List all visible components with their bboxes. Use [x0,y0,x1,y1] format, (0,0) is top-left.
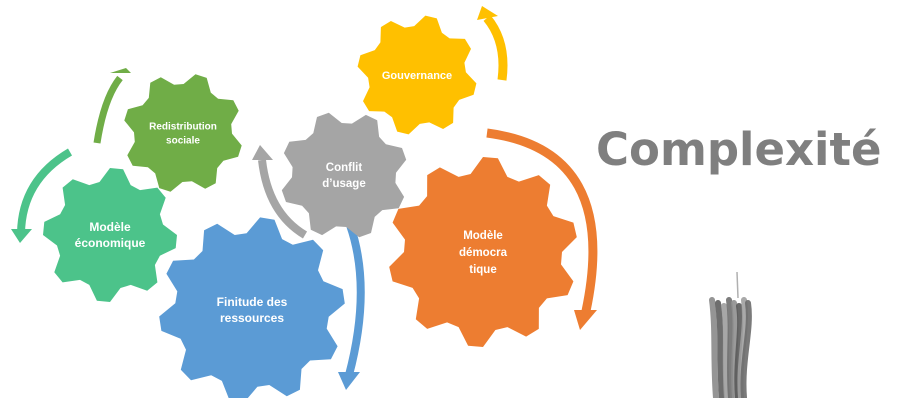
gear-modele-democratique: Modèle démocra tique [389,157,577,347]
gear-modele-democratique-label: démocra [459,247,508,259]
gear-redistribution-sociale-label: sociale [166,136,200,147]
gear-finitude-des-ressources: Finitude des ressources [159,217,345,398]
arrow-orange [486,128,598,330]
rope-illustration [709,271,752,398]
gear-redistribution-sociale-shape [124,74,242,192]
arrow-yellow [477,6,508,81]
gear-gouvernance-shape [357,15,477,135]
gear-conflit-d-usage-shape [281,112,407,238]
gears-group: Modèle économique Redistribution socialeFin… [43,15,577,398]
rotation-arrows [11,6,598,390]
arrow-green [93,68,131,144]
gear-modele-economique-shape [43,168,177,302]
gear-modele-economique-label: économique [75,236,146,250]
arrow-blue [338,223,365,390]
gear-finitude-des-ressources-shape [159,217,345,398]
gear-finitude-des-ressources-label: Finitude des [217,295,288,309]
gear-conflit-d-usage-label: d’usage [322,178,365,190]
arrow-green-light [11,148,73,243]
gear-modele-economique-label: Modèle [89,220,131,234]
gear-redistribution-sociale: Redistribution sociale [124,74,242,192]
gear-redistribution-sociale-label: Redistribution [149,122,217,133]
gear-finitude-des-ressources-label: ressources [220,311,284,325]
gear-conflit-d-usage: Conflit d’usage [281,112,407,238]
gear-modele-democratique-label: Modèle [463,230,503,242]
gear-modele-democratique-label: tique [469,264,496,276]
gear-gouvernance: Gouvernance [357,15,477,135]
gear-conflit-d-usage-label: Conflit [326,162,363,174]
page-title: Complexité [596,123,882,176]
arrow-gray [252,145,308,239]
gear-gouvernance-label: Gouvernance [382,70,452,82]
gear-modele-democratique-shape [389,157,577,347]
gear-modele-economique: Modèle économique [43,168,177,302]
